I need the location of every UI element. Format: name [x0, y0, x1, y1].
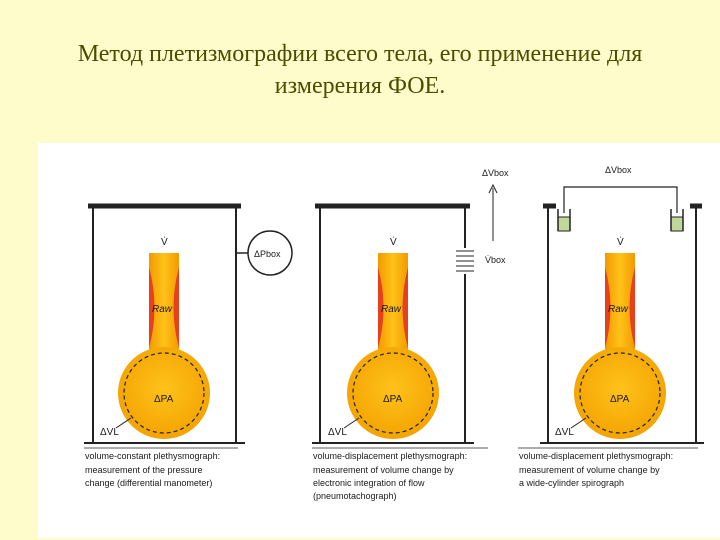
alveolar-sphere [347, 347, 439, 439]
airway-resistance-left [378, 267, 384, 348]
integrated-volume-label: ΔVbox [482, 168, 509, 178]
spirograph-cylinder-left [557, 216, 571, 232]
plethysmography-figure: V̇ Raw ΔPA ΔVL ΔPbox volume-constant ple… [38, 143, 720, 538]
panel-volume-displacement-pneumotachograph: V̇ Raw ΔPA ΔVL ΔVbox V̇box volume-displa… [312, 168, 509, 501]
caption-line: electronic integration of flow [313, 478, 425, 488]
spirograph-connection [563, 186, 678, 213]
volume-label: ΔVL [555, 427, 574, 438]
lung-model [574, 253, 666, 439]
resistance-label: Raw [381, 304, 402, 315]
arrow-head [488, 183, 498, 194]
pressure-label: ΔPA [154, 394, 174, 405]
panel-volume-displacement-spirograph: ΔVbox V̇ Raw ΔPA ΔVL volume-displacement… [518, 165, 704, 488]
flow-label: V̇ [617, 235, 624, 248]
volume-arrow [115, 417, 132, 429]
lung-volume-change-outline [579, 352, 661, 434]
lung-volume-change-outline [123, 352, 205, 434]
caption-line: measurement of the pressure [85, 465, 203, 475]
volume-arrow [343, 417, 360, 429]
caption-heading: volume-constant plethysmograph: [85, 451, 220, 461]
volume-label: ΔVL [328, 427, 347, 438]
alveolar-sphere [118, 347, 210, 439]
manometer-label: ΔPbox [254, 249, 281, 259]
pressure-label: ΔPA [610, 394, 630, 405]
slide-title-line-1: Метод плетизмографии всего тела, его при… [77, 41, 643, 67]
integration-arrow [488, 183, 498, 241]
flow-label: V̇ [161, 235, 168, 248]
pneumotachograph [456, 248, 474, 274]
caption-heading: volume-displacement plethysmograph: [313, 451, 467, 461]
airway-resistance-right [402, 267, 408, 348]
volume-label: ΔVL [100, 427, 119, 438]
caption-line: change (differential manometer) [85, 478, 212, 488]
resistance-label: Raw [608, 304, 629, 315]
caption-heading: volume-displacement plethysmograph: [519, 451, 673, 461]
flow-label: V̇ [390, 235, 397, 248]
lung-model [118, 253, 210, 439]
lung-volume-change-outline [352, 352, 434, 434]
spirograph-cylinder-right [670, 216, 684, 232]
airway-resistance-right [173, 267, 179, 348]
differential-manometer: ΔPbox [236, 230, 293, 276]
lung-model [347, 253, 439, 439]
wide-cylinder-spirograph [557, 186, 684, 232]
airway-resistance-left [149, 267, 155, 348]
panel-volume-constant: V̇ Raw ΔPA ΔVL ΔPbox volume-constant ple… [84, 203, 293, 488]
volume-arrow [570, 417, 587, 429]
pressure-label: ΔPA [383, 394, 403, 405]
spirograph-volume-label: ΔVbox [605, 165, 632, 175]
caption-line: (pneumotachograph) [313, 491, 397, 501]
manometer-gauge [247, 230, 293, 276]
slide-title-line-2: измерения ФОЕ. [274, 73, 446, 99]
caption-line: measurement of volume change by [519, 465, 660, 475]
slide-title: Метод плетизмографии всего тела, его при… [20, 38, 700, 102]
airway-resistance-left [605, 267, 611, 348]
resistance-label: Raw [152, 304, 173, 315]
caption-line: a wide-cylinder spirograph [519, 478, 624, 488]
caption-line: measurement of volume change by [313, 465, 454, 475]
airway-resistance-right [629, 267, 635, 348]
plethysmography-diagram: V̇ Raw ΔPA ΔVL ΔPbox volume-constant ple… [84, 165, 704, 501]
box-flow-label: V̇box [485, 255, 506, 265]
alveolar-sphere [574, 347, 666, 439]
